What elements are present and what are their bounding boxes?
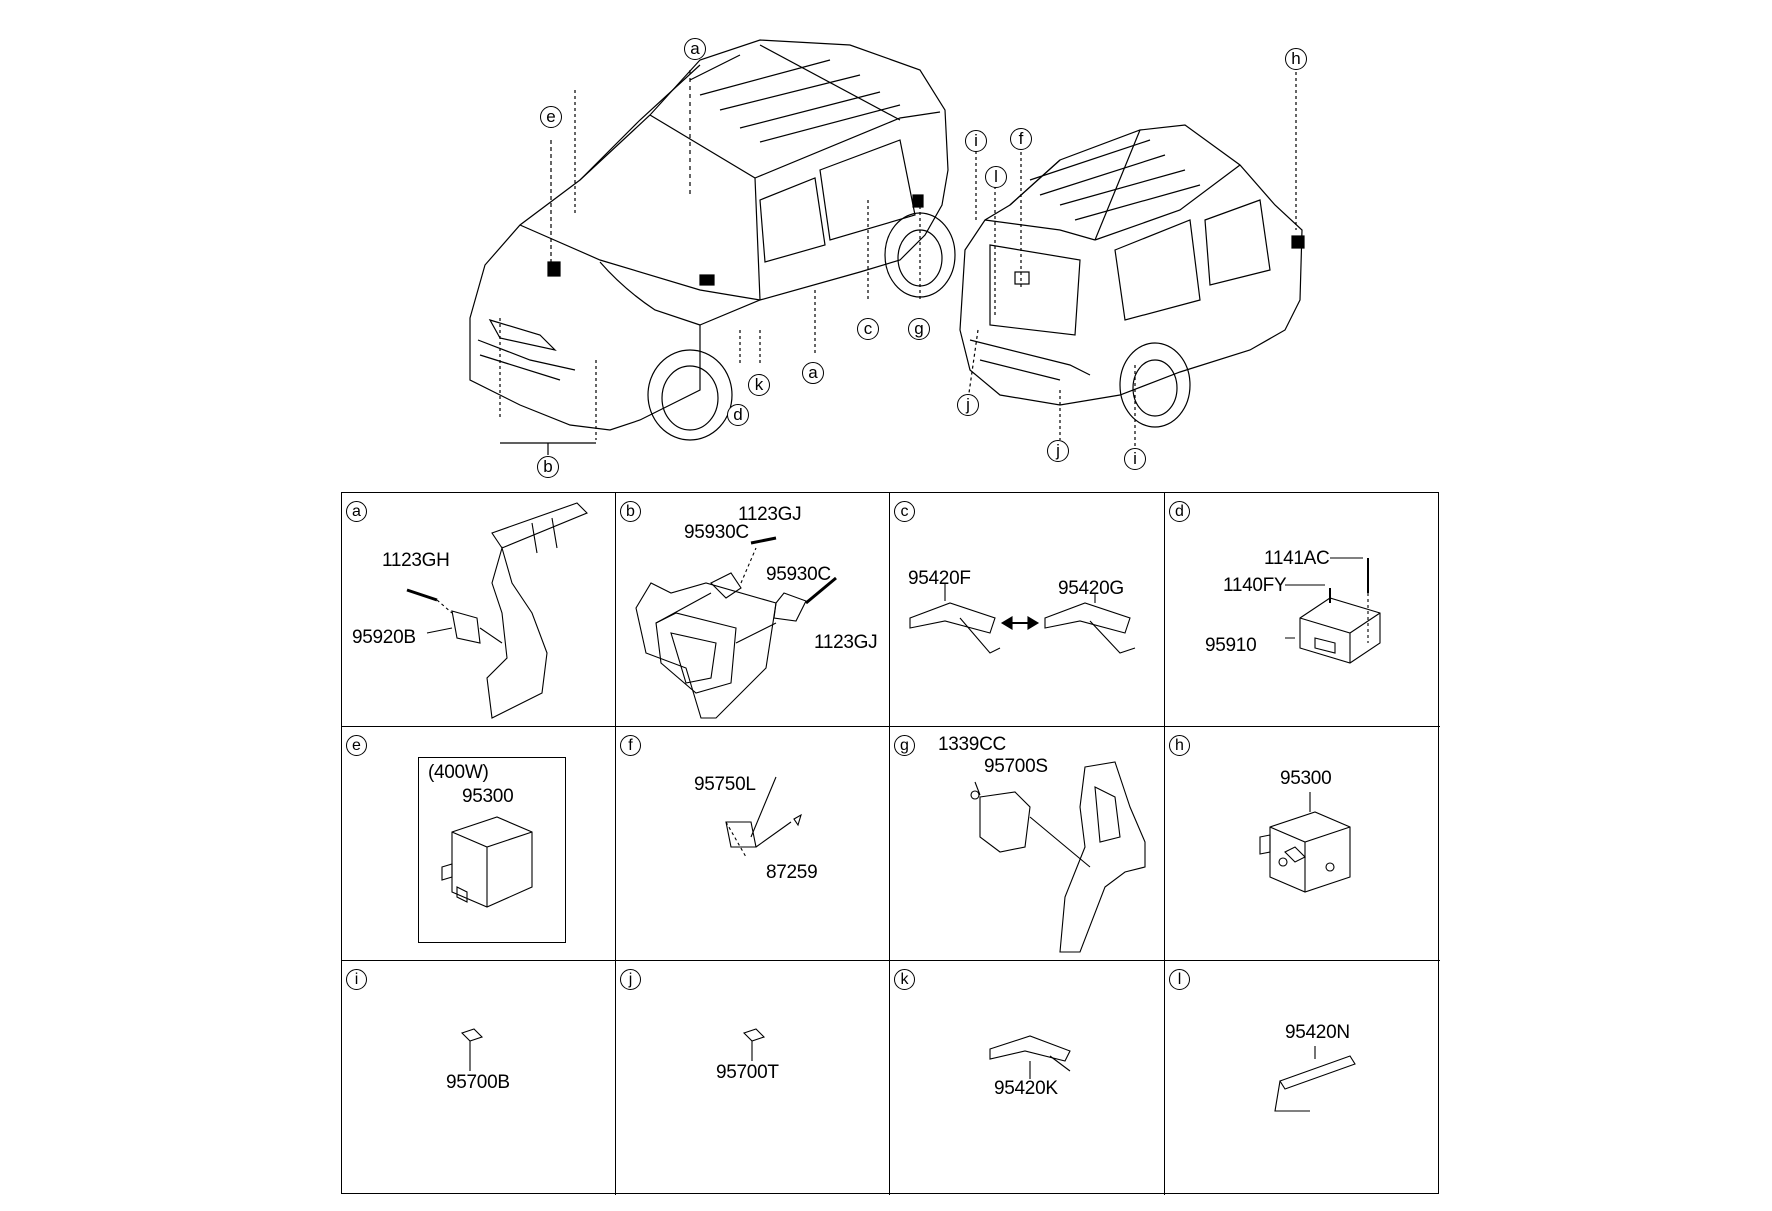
module-drawing: [1259, 792, 1351, 893]
callout-k: k: [748, 374, 770, 396]
part-label: 1123GJ: [814, 632, 878, 653]
panel-l: l 95420N: [1165, 961, 1440, 1195]
part-label: 95420G: [1058, 578, 1124, 599]
part-label: 95700B: [446, 1072, 510, 1093]
airbag-control-module-drawing: [1285, 557, 1381, 664]
callout-d: d: [727, 404, 749, 426]
callout-b: b: [537, 456, 559, 478]
vehicle-overview-illustration: [469, 39, 1305, 455]
part-label: 1123GJ: [738, 504, 802, 525]
callout-j-right: j: [1047, 440, 1069, 462]
panel-tag-l: l: [1169, 969, 1190, 990]
panel-g: g 1339CC 95700S: [890, 727, 1165, 961]
part-label: 95930C: [766, 564, 831, 585]
antenna-drawing: [989, 1035, 1071, 1079]
callout-f: f: [1010, 128, 1032, 150]
part-label: 95930C: [684, 522, 749, 543]
panel-tag-e: e: [346, 735, 367, 756]
sensor-drawing: [460, 1028, 484, 1071]
panel-j: j 95700T: [616, 961, 890, 1195]
panel-d: d 1141AC 1140FY 95910: [1165, 493, 1440, 727]
panel-tag-f: f: [620, 735, 641, 756]
400w-variant-box: [418, 757, 566, 943]
panel-h: h 95300: [1165, 727, 1440, 961]
panel-e: e (400W) 95300: [342, 727, 616, 961]
callout-h: h: [1285, 48, 1307, 70]
panel-tag-h: h: [1169, 735, 1190, 756]
part-label: 95750L: [694, 774, 756, 795]
panel-tag-c: c: [894, 501, 915, 522]
callout-i-bottom: i: [1124, 448, 1146, 470]
parts-grid: a 1123GH 95920B b 1123GJ 95: [341, 492, 1440, 1195]
part-label: (400W): [428, 762, 489, 783]
panel-k: k 95420K: [890, 961, 1165, 1195]
callout-i-top: i: [965, 130, 987, 152]
part-label: 95420N: [1285, 1022, 1350, 1043]
sensor-drawing: [742, 1028, 766, 1061]
panel-i: i 95700B: [342, 961, 616, 1195]
antenna-module-drawing: [909, 583, 1136, 654]
part-label: 95920B: [352, 627, 416, 648]
panel-tag-b: b: [620, 501, 641, 522]
part-label: 95420K: [994, 1078, 1058, 1099]
front-vehicle-drawing: [469, 39, 956, 455]
callout-g: g: [908, 318, 930, 340]
part-label: 95700T: [716, 1062, 779, 1083]
front-impact-sensor-drawing: [406, 502, 588, 719]
callout-a-top: a: [684, 38, 706, 60]
part-label: 95700S: [984, 756, 1048, 777]
part-label: 87259: [766, 862, 818, 883]
side-impact-sensor-drawing: [635, 536, 837, 719]
panel-a: a 1123GH 95920B: [342, 493, 616, 727]
callout-l-top: l: [985, 166, 1007, 188]
panel-c: c 95420F 95420G: [890, 493, 1165, 727]
panel-tag-a: a: [346, 501, 367, 522]
callout-e: e: [540, 106, 562, 128]
part-label: 1339CC: [938, 734, 1006, 755]
panel-f: f 95750L 87259: [616, 727, 890, 961]
bracket-and-panel-drawing: [970, 761, 1146, 953]
callout-j-left: j: [957, 394, 979, 416]
part-label: 95420F: [908, 568, 971, 589]
amplifier-module-drawing: [441, 816, 533, 908]
callout-a-mid: a: [802, 362, 824, 384]
part-label: 95910: [1205, 635, 1257, 656]
panel-tag-k: k: [894, 969, 915, 990]
part-label: 1123GH: [382, 550, 450, 571]
part-label: 95300: [462, 786, 514, 807]
rear-vehicle-drawing: [959, 60, 1305, 450]
camera-drawing: [725, 776, 802, 858]
panel-tag-j: j: [620, 969, 641, 990]
panel-tag-i: i: [346, 969, 367, 990]
panel-b: b 1123GJ 95930C 95930C 1123GJ: [616, 493, 890, 727]
part-label: 1141AC: [1264, 548, 1330, 569]
part-label: 95300: [1280, 768, 1332, 789]
part-label: 1140FY: [1223, 575, 1287, 596]
antenna-drawing: [1274, 1046, 1356, 1112]
callout-c: c: [857, 318, 879, 340]
panel-tag-g: g: [894, 735, 915, 756]
panel-tag-d: d: [1169, 501, 1190, 522]
